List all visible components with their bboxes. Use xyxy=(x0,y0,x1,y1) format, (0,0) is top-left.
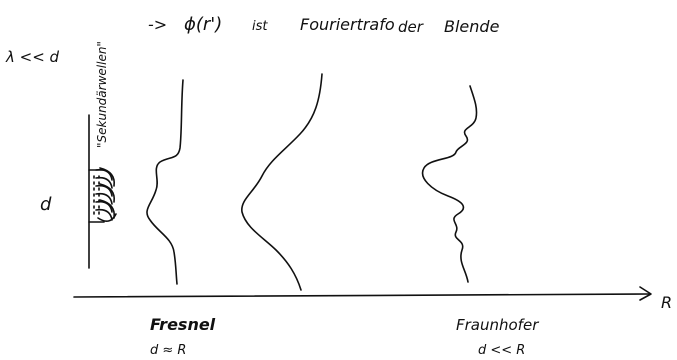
fresnel-intensity-curve xyxy=(146,79,184,285)
axis-label-R: R xyxy=(661,293,672,312)
wavelet-arc xyxy=(97,213,117,222)
lambda-condition: λ << d xyxy=(5,48,60,66)
fresnel-condition: d ≈ R xyxy=(150,343,186,358)
header-arrow: -> xyxy=(148,15,167,34)
header-fouriertrafo: Fouriertrafo xyxy=(300,15,395,34)
distance-axis-arrowhead xyxy=(639,286,652,301)
fresnel-label: Fresnel xyxy=(150,315,216,334)
wavelet-arc xyxy=(95,176,113,189)
wavelet-arc xyxy=(99,183,116,203)
wavelet-arc xyxy=(99,167,116,187)
slit-width-label: d xyxy=(40,194,52,215)
distance-axis xyxy=(73,293,651,298)
slit-opening xyxy=(93,175,100,219)
wavelet-arc xyxy=(95,208,113,221)
header-der: der xyxy=(398,18,424,36)
sekundaerwellen-label: "Sekundärwellen" xyxy=(95,41,109,148)
fraunhofer-condition: d << R xyxy=(478,343,525,358)
header-phi: ϕ(r') xyxy=(184,14,222,35)
fraunhofer-intensity-curve xyxy=(421,85,478,283)
fraunhofer-label: Fraunhofer xyxy=(456,316,539,334)
wavelet-arc xyxy=(95,192,113,205)
header-blende: Blende xyxy=(444,17,500,36)
header-ist: ist xyxy=(252,19,268,34)
secondary-wavelets xyxy=(95,167,117,222)
intermediate-intensity-curve xyxy=(241,73,323,291)
